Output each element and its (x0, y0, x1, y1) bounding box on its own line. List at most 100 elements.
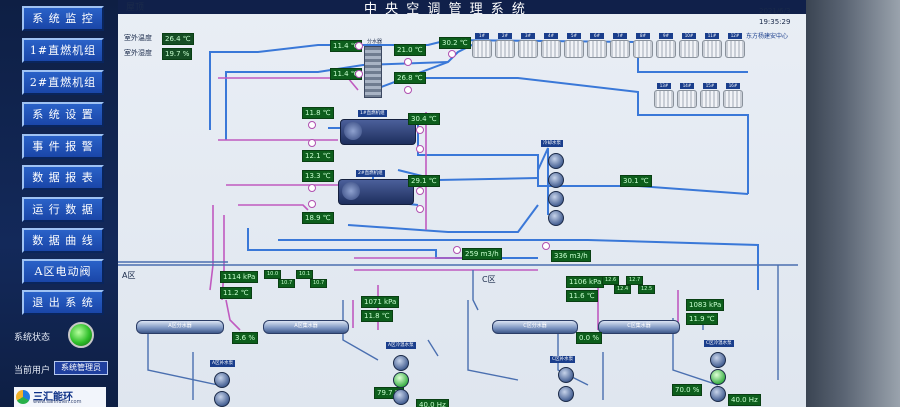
cooling-tower-label: 6# (590, 33, 604, 39)
cooling-tower[interactable]: 2# (495, 33, 515, 60)
cooling-tower[interactable]: 15# (700, 83, 720, 110)
cooling-tower[interactable]: 1# (472, 33, 492, 60)
cooling-tower[interactable]: 9# (656, 33, 676, 60)
cooling-tower[interactable]: 16# (723, 83, 743, 110)
current-user-label: 当前用户 (14, 366, 51, 376)
cooling-tower-body (654, 90, 674, 108)
cooling-tower-body (679, 40, 699, 58)
brand-logo: 三汇能环 www.sanhuien.com (14, 387, 106, 407)
chiller-2-label: 2#直燃机组 (356, 170, 385, 177)
cooling-tower-label: 13# (657, 83, 671, 89)
outdoor-humidity-value: 19.7 % (162, 48, 193, 60)
zone-a-makeup-pump-2[interactable] (214, 391, 230, 407)
zone-c-circ-pump-1[interactable] (710, 352, 726, 368)
readout-chiller1-cw-temp: 30.4 ℃ (408, 113, 440, 125)
zone-c-pump-load: 70.0 % (672, 384, 703, 396)
zone-a-makeup-pump-1[interactable] (214, 372, 230, 388)
zone-a-supply-header: A区分水器 (136, 320, 224, 334)
cooling-tower-body (700, 90, 720, 108)
date-display: 2021/6/3 (759, 7, 791, 15)
zone-a-branch-value: 10.0 (264, 270, 282, 279)
site-name: 东方杨建安中心 (746, 33, 789, 40)
sensor-node (448, 50, 456, 58)
nav-zone-a-valve[interactable]: A区电动阀 (22, 259, 104, 284)
cooling-pump-label: 冷却水泵 (541, 140, 563, 147)
zone-c-makeup-pump-2[interactable] (558, 386, 574, 402)
cooling-tower-body (633, 40, 653, 58)
zone-c-pressure-2: 1083 kPa (686, 299, 725, 311)
brand-logo-text: 三汇能环 (33, 392, 73, 403)
zone-a-branch-value: 10.1 (296, 270, 314, 279)
system-status-indicator (68, 322, 94, 348)
zone-c-label: C区 (482, 275, 496, 284)
zone-c-valve-opening: 0.0 % (576, 332, 603, 344)
sensor-node (308, 121, 316, 129)
zone-c-circ-pump-3[interactable] (710, 386, 726, 402)
zone-a-circ-pump-2[interactable] (393, 372, 409, 388)
sensor-node (355, 70, 363, 78)
zone-c-supply-header-label: C区分水器 (523, 323, 547, 329)
cooling-tower-label: 15# (703, 83, 717, 89)
zone-a-pressure-2: 1071 kPa (361, 296, 400, 308)
sensor-node (416, 126, 424, 134)
section-label: 屋顶 (126, 3, 145, 13)
readout-flow-2: 336 m3/h (551, 250, 591, 262)
zone-c-return-header: C区集水器 (598, 320, 680, 334)
cooling-pump-3[interactable] (548, 191, 564, 207)
cooling-tower[interactable]: 8# (633, 33, 653, 60)
nav-event-alarm[interactable]: 事 件 报 警 (22, 134, 104, 159)
window-edge-background (806, 0, 900, 407)
cooling-tower-label: 2# (498, 33, 512, 39)
cooling-pump-2[interactable] (548, 172, 564, 188)
cooling-tower[interactable]: 4# (541, 33, 561, 60)
cooling-tower[interactable]: 3# (518, 33, 538, 60)
zone-c-makeup-pump-1[interactable] (558, 367, 574, 383)
nav-system-settings[interactable]: 系 统 设 置 (22, 102, 104, 127)
cooling-tower[interactable]: 12# (725, 33, 745, 60)
zone-a-circ-pump-label: A区冷温水泵 (386, 342, 416, 349)
cooling-tower-body (518, 40, 538, 58)
nav-exit-system[interactable]: 退 出 系 统 (22, 290, 104, 315)
chiller-unit-1[interactable]: 1#直燃机组 (340, 110, 416, 145)
zone-a-label: A区 (122, 271, 136, 280)
cooling-tower[interactable]: 7# (610, 33, 630, 60)
readout-cooling-return-temp: 30.1 ℃ (620, 175, 652, 187)
zone-c-circ-pump-2[interactable] (710, 369, 726, 385)
chiller-1-motor (344, 122, 362, 140)
cooling-tower[interactable]: 14# (677, 83, 697, 110)
cooling-tower[interactable]: 10# (679, 33, 699, 60)
outdoor-humidity-label: 室外湿度 (124, 49, 152, 57)
nav-chiller-1[interactable]: 1#直燃机组 (22, 38, 104, 63)
readout-flow-1: 259 m3/h (462, 248, 502, 260)
cooling-tower-label: 16# (726, 83, 740, 89)
readout-chiller2-chw-temp: 13.3 ℃ (302, 170, 334, 182)
cooling-tower[interactable]: 11# (702, 33, 722, 60)
sidebar: 系 统 监 控 1#直燃机组 2#直燃机组 系 统 设 置 事 件 报 警 数 … (0, 0, 118, 407)
nav-data-curve[interactable]: 数 据 曲 线 (22, 228, 104, 253)
current-user-value: 系统管理员 (54, 361, 108, 375)
cooling-tower-label: 14# (680, 83, 694, 89)
zone-a-circ-pump-3[interactable] (393, 389, 409, 405)
cooling-pump-1[interactable] (548, 153, 564, 169)
cooling-pump-4[interactable] (548, 210, 564, 226)
cooling-tower-label: 7# (613, 33, 627, 39)
nav-chiller-2[interactable]: 2#直燃机组 (22, 70, 104, 95)
nav-run-data[interactable]: 运 行 数 据 (22, 197, 104, 222)
cooling-tower[interactable]: 13# (654, 83, 674, 110)
zone-a-circ-pump-1[interactable] (393, 355, 409, 371)
sensor-node (404, 86, 412, 94)
readout-chiller2-cw-temp: 29.1 ℃ (408, 175, 440, 187)
nav-system-monitor[interactable]: 系 统 监 控 (22, 6, 104, 31)
zone-a-return-header: A区集水器 (263, 320, 349, 334)
zone-c-branch-value: 12.5 (638, 285, 656, 294)
nav-data-report[interactable]: 数 据 报 表 (22, 165, 104, 190)
sensor-node (416, 145, 424, 153)
cooling-tower[interactable]: 5# (564, 33, 584, 60)
zone-a-temp-2: 11.8 ℃ (361, 310, 393, 322)
cooling-tower[interactable]: 6# (587, 33, 607, 60)
cooling-tower-label: 10# (682, 33, 696, 39)
zone-a-pump-frequency: 40.0 Hz (416, 399, 449, 407)
manifold (364, 46, 382, 98)
zone-c-temp-1: 11.6 ℃ (566, 290, 598, 302)
chiller-unit-2[interactable]: 2#直燃机组 (338, 170, 414, 205)
